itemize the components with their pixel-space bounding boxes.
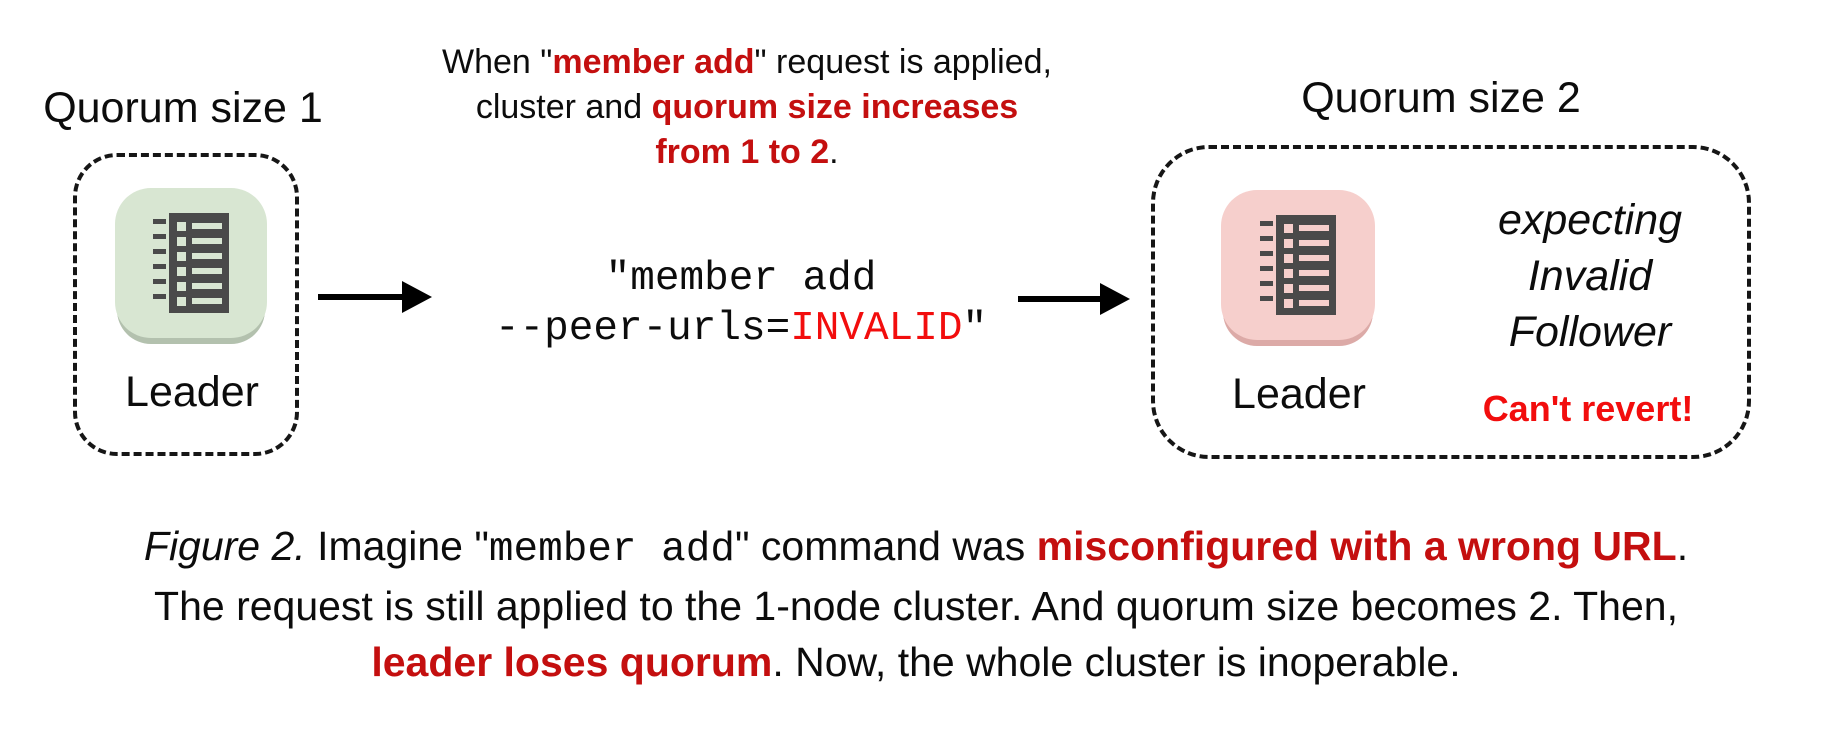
left-leader-label: Leader [125,368,259,416]
arrow-shaft [1018,296,1106,302]
member-add-command: "member add--peer-urls=INVALID" [494,256,988,352]
arrow-right-icon [1018,283,1130,315]
arrow-head [402,281,432,313]
cant-revert-warning: Can't revert! [1482,388,1694,429]
arrow-right-icon [318,281,432,313]
right-leader-node [1221,190,1375,340]
left-leader-node [115,188,267,338]
right-quorum-title: Quorum size 2 [1301,74,1581,122]
right-cluster-box [1151,145,1751,459]
right-leader-label: Leader [1232,370,1366,418]
log-book-icon [1260,215,1336,315]
member-add-annotation: When "member add" request is applied,clu… [442,43,1052,171]
arrow-head [1100,283,1130,315]
log-book-icon [153,213,229,313]
figure-caption: Figure 2. Imagine "member add" command w… [143,523,1689,685]
left-cluster-box [73,153,299,456]
arrow-shaft [318,294,408,300]
left-quorum-title: Quorum size 1 [43,84,323,132]
